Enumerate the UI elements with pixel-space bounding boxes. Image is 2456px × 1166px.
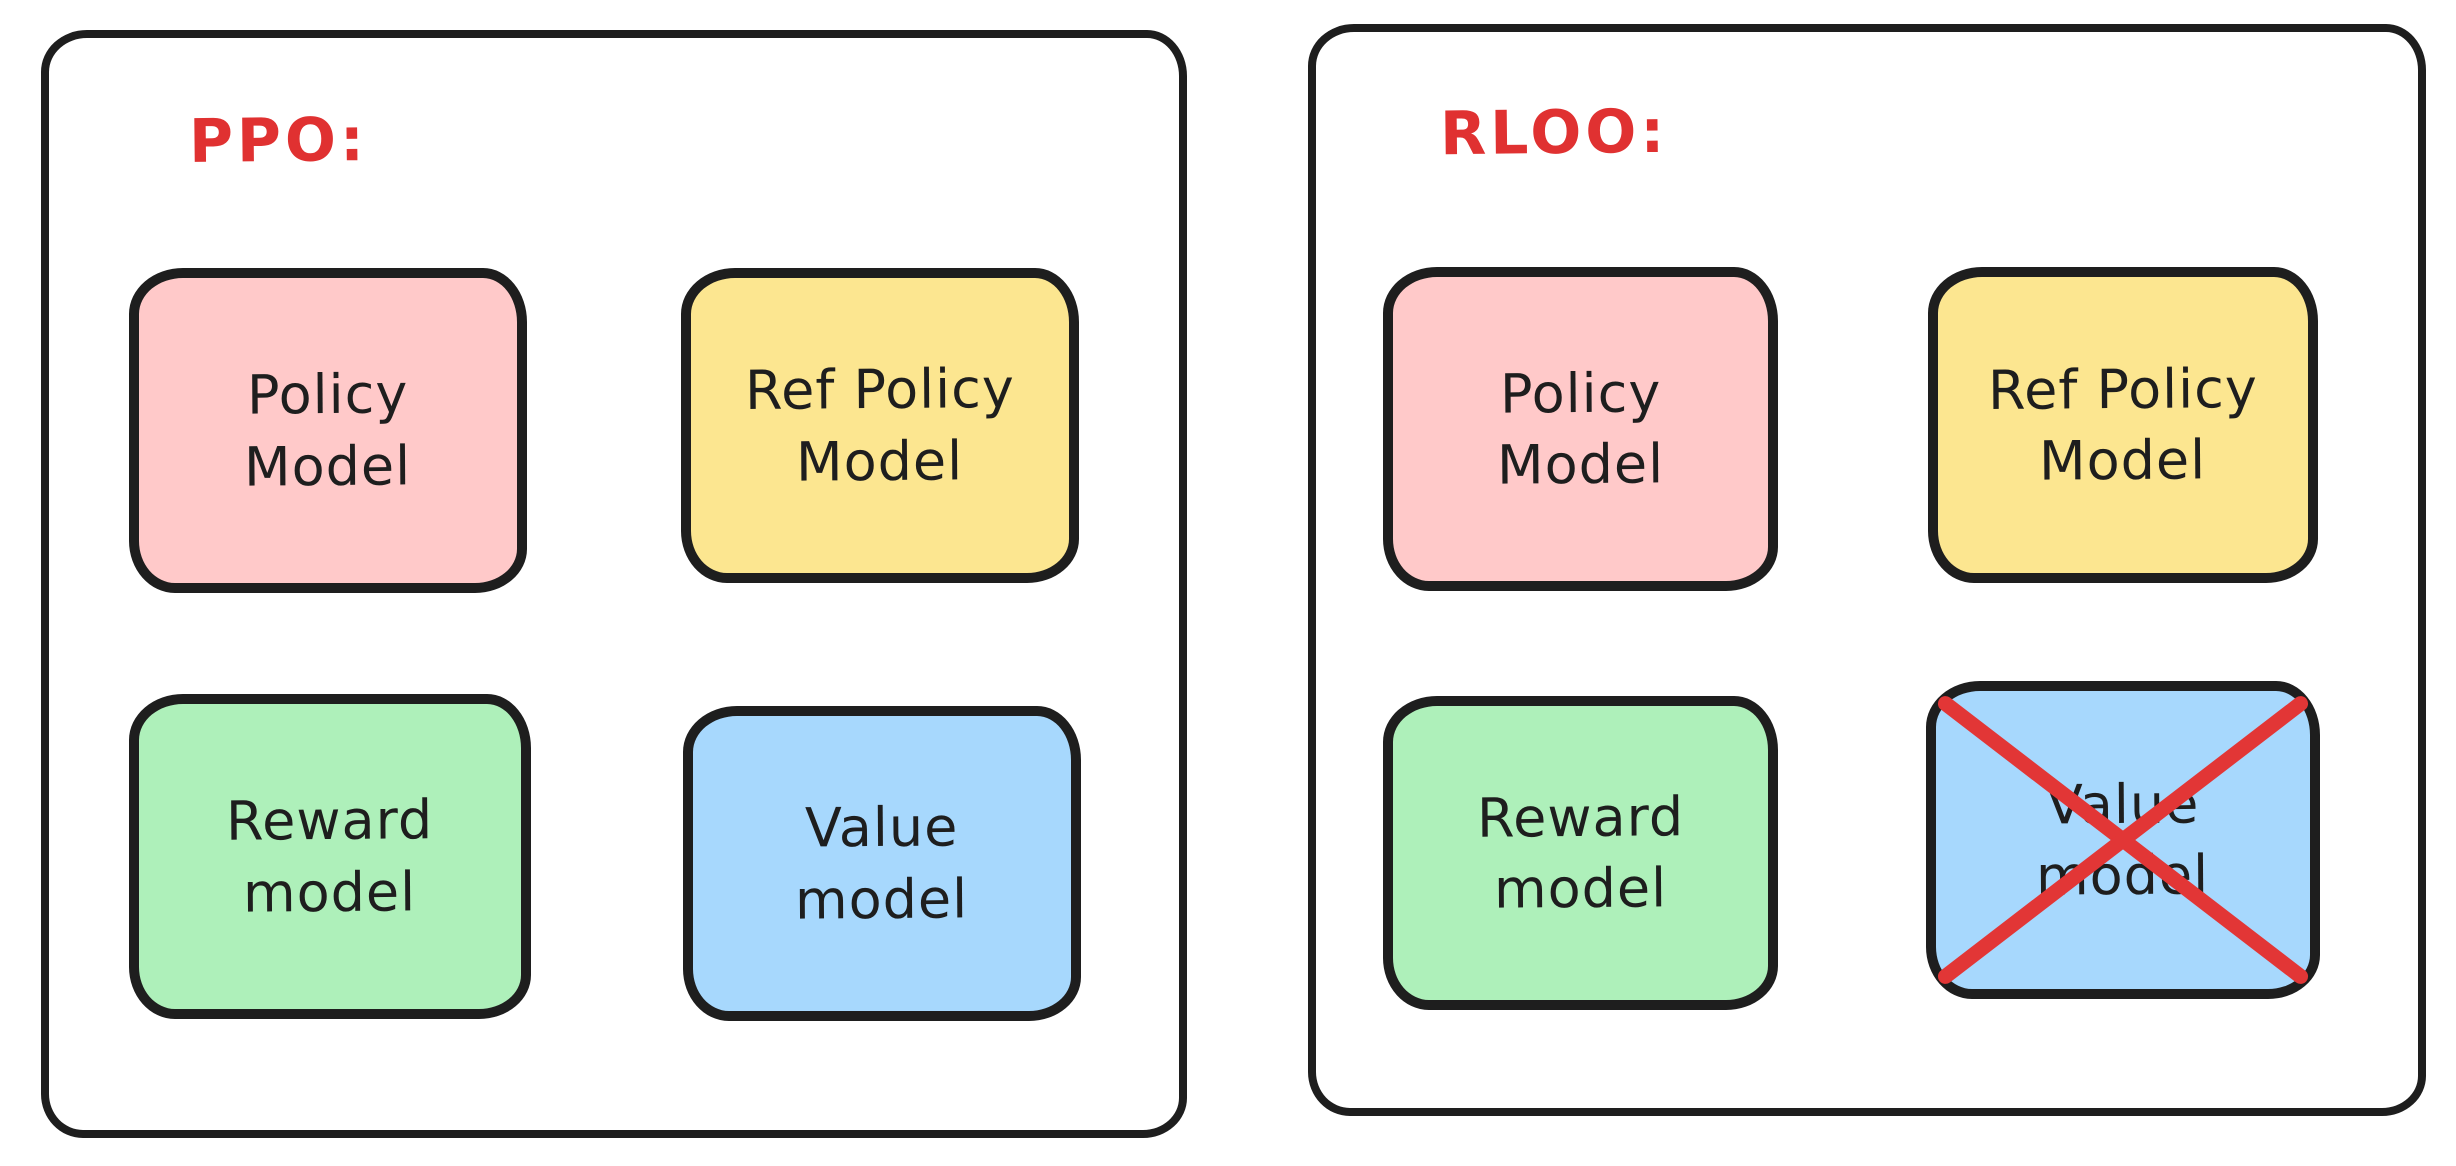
box-label-line: model [2036, 843, 2210, 908]
box-label-line: Reward [1476, 785, 1685, 850]
box-label-line: model [1493, 856, 1668, 921]
box-label-line: Model [796, 428, 964, 494]
panel-ppo: PPO: Policy Model Ref Policy Model Rewar… [41, 30, 1187, 1138]
ppo-value-model-box: Value model [683, 706, 1081, 1021]
box-label-line: Model [244, 433, 412, 499]
ppo-title-label: PPO: [188, 105, 369, 177]
ppo-ref-policy-model-box: Ref Policy Model [681, 268, 1079, 583]
box-label-line: model [243, 859, 417, 925]
box-label-line: model [795, 866, 969, 932]
panel-rloo: RLOO: Policy Model Ref Policy Model Rewa… [1308, 24, 2426, 1116]
box-label-line: Model [1496, 432, 1665, 497]
rloo-title-label: RLOO: [1439, 96, 1669, 170]
rloo-reward-model-box: Reward model [1383, 696, 1778, 1010]
box-label-line: Model [2039, 428, 2207, 493]
rloo-ref-policy-model-box: Ref Policy Model [1928, 267, 2318, 583]
ppo-reward-model-box: Reward model [129, 694, 531, 1019]
rloo-policy-model-box: Policy Model [1383, 267, 1778, 591]
box-label-line: Policy [1499, 361, 1662, 426]
ppo-policy-model-box: Policy Model [129, 268, 527, 593]
box-label-line: Value [805, 795, 959, 860]
box-label-line: Ref Policy [744, 357, 1016, 423]
rloo-value-model-box: Value model [1926, 681, 2320, 999]
box-label-line: Reward [226, 788, 434, 853]
box-label-line: Value [2046, 772, 2200, 837]
box-label-line: Ref Policy [1987, 356, 2259, 422]
box-label-line: Policy [247, 362, 409, 427]
